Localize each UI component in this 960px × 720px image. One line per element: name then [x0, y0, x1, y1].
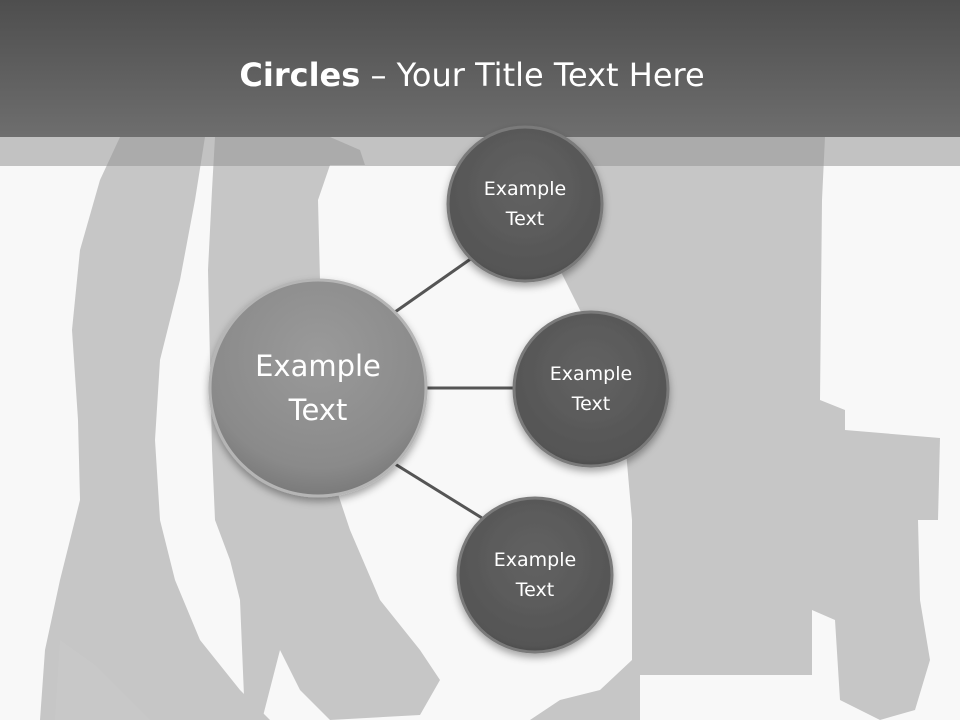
node-bottom-line2: Text — [515, 579, 555, 601]
center-circle — [208, 278, 428, 498]
node-middle-label: Example Text — [521, 359, 661, 419]
center-label-line2: Text — [288, 393, 348, 427]
node-top-line1: Example — [483, 178, 567, 200]
shoe-silhouette — [55, 640, 150, 720]
node-circle-middle — [512, 310, 670, 468]
node-circle-top — [446, 125, 604, 283]
node-top-line2: Text — [505, 208, 545, 230]
title-rest-part: – Your Title Text Here — [360, 56, 705, 94]
node-circle-bottom — [456, 496, 614, 654]
center-circle-label: Example Text — [218, 300, 418, 476]
connector-bottom — [394, 462, 483, 520]
node-bottom-label: Example Text — [465, 545, 605, 605]
title-bar — [0, 0, 960, 137]
connector-top — [394, 256, 473, 314]
title-bold-part: Circles — [239, 56, 361, 94]
node-middle-line1: Example — [549, 363, 633, 385]
node-middle-line2: Text — [571, 393, 611, 415]
slide-title: Circles – Your Title Text Here — [0, 52, 944, 98]
right-figure-silhouette — [530, 137, 940, 720]
center-label-line1: Example — [255, 349, 381, 383]
node-top-label: Example Text — [455, 174, 595, 234]
node-bottom-line1: Example — [493, 549, 577, 571]
left-boot-silhouette — [40, 137, 270, 720]
